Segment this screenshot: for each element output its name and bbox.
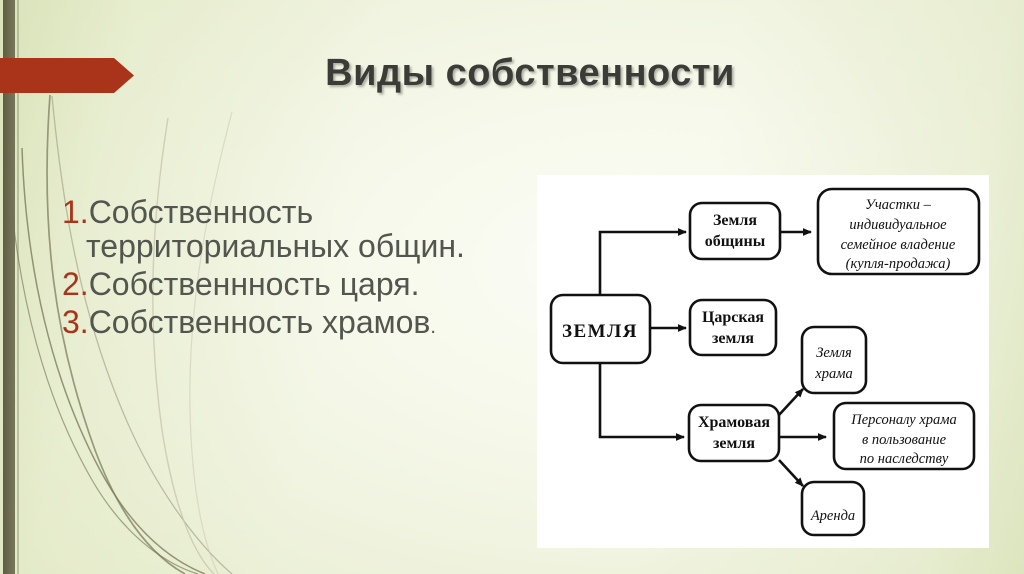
list-item-label: Собственнность царя. [88, 265, 420, 302]
node-label-royal-l2: земля [712, 330, 754, 347]
list-item-label: Собственность храмов [88, 303, 431, 340]
edge-root-community [598, 228, 687, 297]
node-label-plots-l1: Участки – [865, 197, 931, 213]
list-item-trailing-period: . [430, 315, 436, 338]
diagram-node-temple-land: Земля храма [800, 325, 868, 395]
land-ownership-flowchart: ЗЕМЛЯ Земля общины Участки – индивидуаль… [549, 187, 981, 537]
node-label-temple-staff-l2: в пользование [862, 432, 947, 448]
diagram-node-root: ЗЕМЛЯ [549, 293, 652, 365]
node-label-rent: Аренда [810, 508, 855, 524]
diagram-node-royal: Царская земля [688, 298, 778, 357]
ordered-list: 1.Собственность территориальных общин. 2… [62, 194, 482, 344]
list-item: 2.Собственнность царя. [62, 265, 482, 302]
diagram-node-temple-staff: Персоналу храма в пользование по наследс… [832, 401, 976, 471]
node-label-plots-l2: индивидуальное [849, 217, 947, 233]
list-item-number: 2. [62, 265, 89, 302]
node-label-temple-staff-l1: Персоналу храма [850, 412, 957, 428]
list-item: 1.Собственность территориальных общин. [62, 194, 482, 264]
list-item-number: 1. [62, 194, 89, 230]
diagram-node-rent: Аренда [800, 480, 866, 537]
list-item: 3.Собственность храмов. [62, 303, 482, 340]
diagram-node-community: Земля общины [688, 201, 782, 261]
diagram-connectors [598, 228, 827, 487]
node-label-temple-land-l1: Земля [816, 345, 852, 361]
diagram-panel: ЗЕМЛЯ Земля общины Участки – индивидуаль… [537, 175, 989, 548]
list-item-number: 3. [62, 303, 89, 340]
edge-temple-rent [778, 459, 804, 487]
page-title: Виды собственности [325, 52, 735, 94]
diagram-node-plots: Участки – индивидуальное семейное владен… [816, 187, 981, 276]
accent-arrow-banner [0, 58, 134, 93]
node-label-root: ЗЕМЛЯ [562, 321, 638, 342]
node-label-temple-l2: земля [713, 435, 755, 452]
diagram-node-temple: Храмовая земля [687, 403, 781, 463]
node-label-royal-l1: Царская [702, 309, 764, 326]
node-label-plots-l3: семейное владение [841, 237, 956, 253]
edge-root-temple [598, 361, 685, 441]
edge-temple-templeland [778, 388, 804, 416]
list-item-label: Собственность территориальных общин. [86, 194, 465, 264]
node-label-temple-l1: Храмовая [698, 414, 770, 431]
node-label-plots-l4: (купля-продажа) [846, 256, 951, 272]
node-label-temple-land-l2: храма [814, 366, 852, 382]
node-label-community-l2: общины [705, 233, 766, 250]
node-label-temple-staff-l3: по наследству [860, 451, 949, 467]
node-label-community-l1: Земля [713, 212, 757, 229]
